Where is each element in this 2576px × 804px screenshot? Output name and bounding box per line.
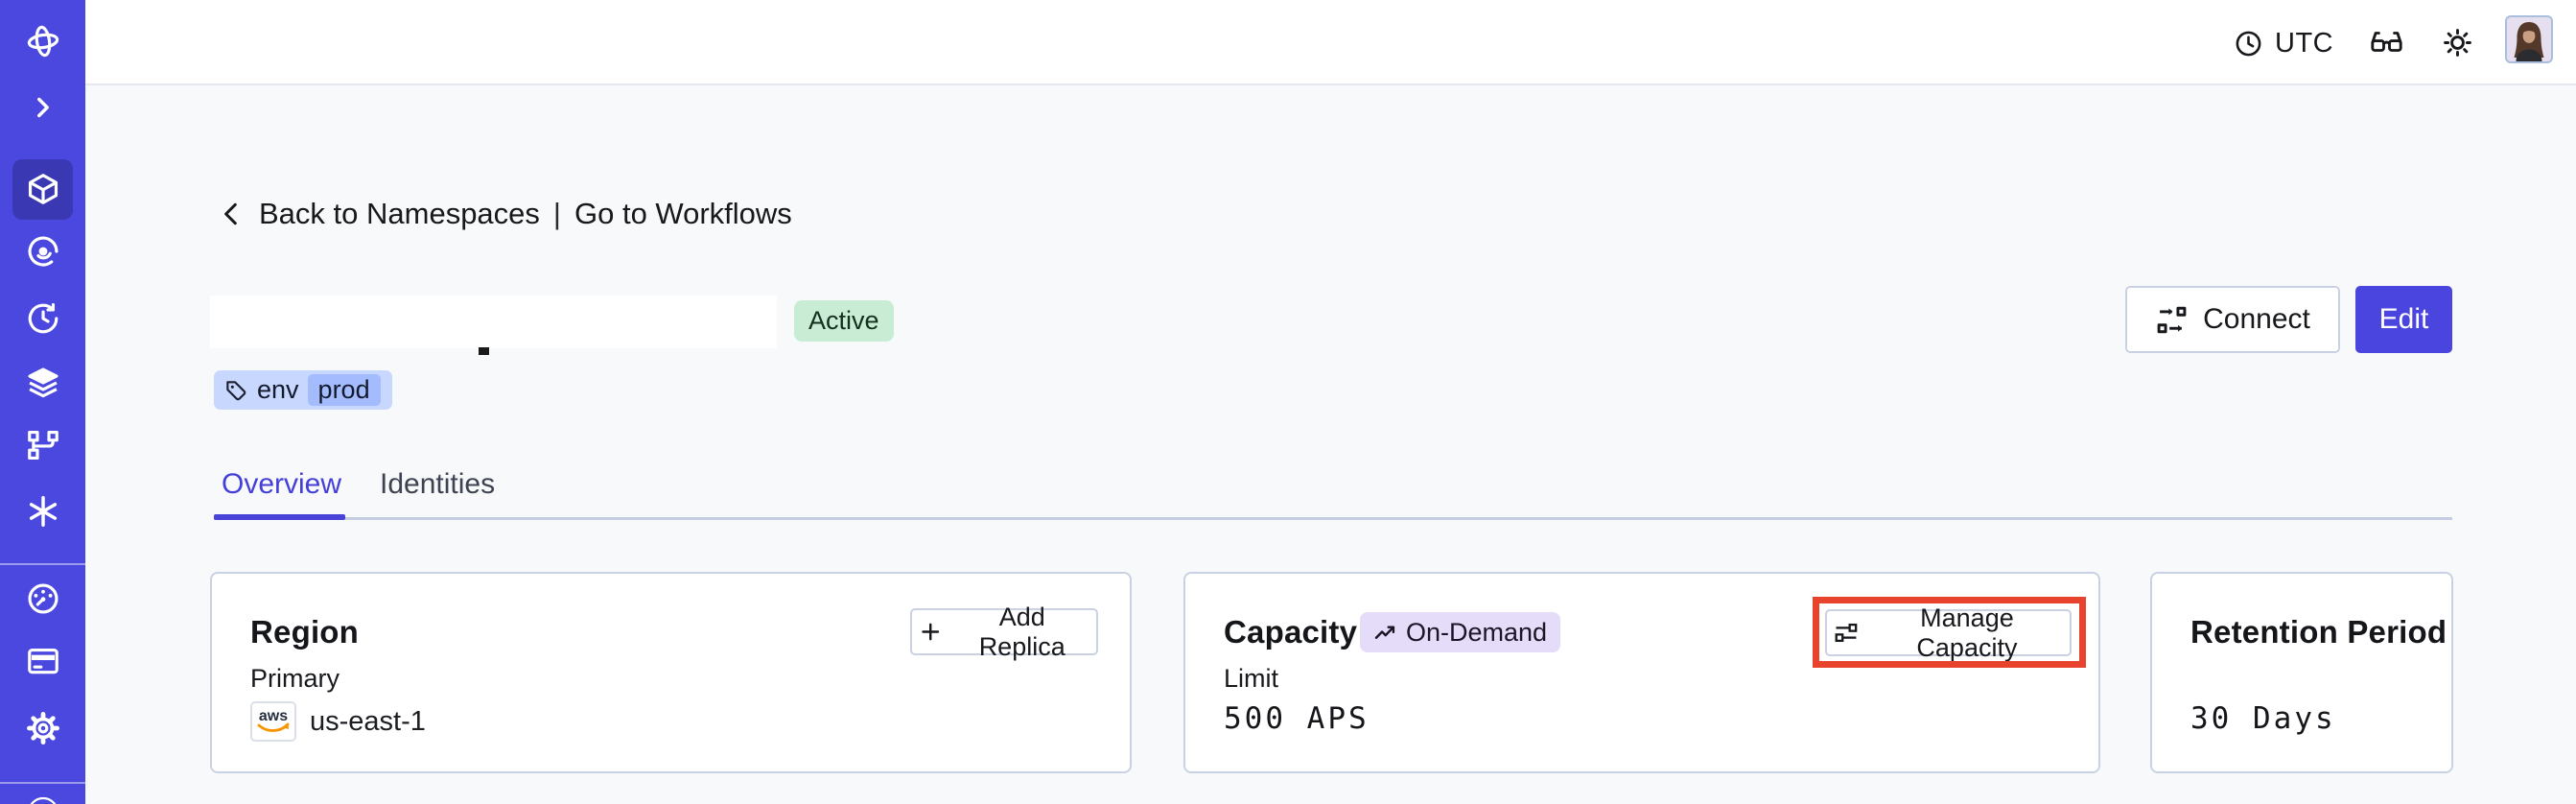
status-badge-label: Active: [808, 306, 879, 335]
sidebar-item-settings[interactable]: [0, 710, 85, 746]
sidebar-item-batch-operations[interactable]: [0, 493, 85, 530]
timezone-label: UTC: [2275, 28, 2334, 59]
sliders-icon: [1835, 623, 1858, 643]
breadcrumb-separator: |: [552, 197, 561, 230]
retention-card: Retention Period 30 Days: [2150, 572, 2453, 773]
edit-button-label: Edit: [2378, 303, 2429, 335]
schedule-clock-icon: [28, 303, 58, 334]
retention-card-title: Retention Period: [2190, 614, 2447, 650]
on-demand-badge-label: On-Demand: [1406, 617, 1548, 647]
branch-icon: [27, 430, 59, 461]
account-circle-icon: [30, 796, 56, 804]
status-badge: Active: [794, 300, 894, 342]
credit-card-icon: [27, 649, 59, 674]
glasses-icon: [2371, 32, 2402, 52]
sidebar-item-nexus[interactable]: [0, 233, 85, 270]
manage-capacity-label: Manage Capacity: [1916, 603, 2018, 662]
connect-flow-icon: [2157, 306, 2187, 333]
region-primary-label: Primary: [250, 664, 340, 693]
sidebar-item-deployments[interactable]: [0, 427, 85, 463]
expand-sidebar-chevron-icon[interactable]: [0, 91, 85, 124]
retention-value: 30 Days: [2190, 701, 2336, 736]
temporal-logo-icon[interactable]: [0, 23, 85, 59]
sidebar-item-account[interactable]: [0, 794, 85, 804]
breadcrumb-workflows-link[interactable]: Go to Workflows: [574, 197, 792, 230]
clock-icon: [2236, 31, 2261, 57]
manage-capacity-button[interactable]: Manage Capacity: [1825, 603, 2072, 662]
edit-button[interactable]: Edit: [2355, 286, 2452, 353]
add-replica-button[interactable]: Add Replica: [910, 603, 1098, 661]
tab-overview[interactable]: Overview: [222, 468, 342, 500]
gauge-icon: [27, 583, 59, 614]
tag-value: prod: [307, 374, 381, 406]
tab-bar-border: [214, 517, 2452, 520]
capacity-card: Capacity On-Demand Manage Capacity Limit…: [1183, 572, 2100, 773]
aws-logo-icon: aws: [257, 708, 290, 732]
theme-toggle[interactable]: [2442, 27, 2473, 59]
nexus-eye-icon: [28, 236, 59, 267]
user-avatar[interactable]: [2505, 15, 2553, 63]
namespace-title-dot: [479, 347, 489, 355]
asterisk-icon: [29, 496, 57, 527]
active-tab-underline: [214, 514, 345, 520]
plus-icon: [922, 623, 940, 641]
region-card: Region Add Replica Primary aws us-east-1: [210, 572, 1132, 773]
topbar: UTC: [85, 0, 2576, 85]
capacity-limit-value: 500 APS: [1224, 701, 1370, 736]
avatar-image: [2507, 17, 2551, 61]
trend-up-icon: [1374, 626, 1395, 639]
tab-identities[interactable]: Identities: [380, 468, 496, 500]
timezone-selector[interactable]: UTC: [2234, 28, 2333, 59]
labs-toggle[interactable]: [2369, 26, 2404, 58]
back-chevron-icon[interactable]: [217, 200, 246, 228]
sun-icon: [2444, 29, 2471, 57]
sidebar-item-billing[interactable]: [0, 643, 85, 679]
sidebar-divider: [0, 782, 85, 784]
cube-icon: [28, 174, 58, 204]
namespace-tag-chip[interactable]: env prod: [214, 370, 392, 410]
tag-icon: [226, 380, 246, 400]
connect-button-label: Connect: [2203, 303, 2310, 335]
on-demand-badge: On-Demand: [1360, 612, 1561, 652]
layers-icon: [27, 367, 59, 398]
region-value: us-east-1: [310, 706, 426, 737]
sidebar-item-usage[interactable]: [0, 580, 85, 617]
gear-icon: [26, 712, 59, 745]
add-replica-label: Add Replica: [978, 602, 1066, 661]
breadcrumb: Back to Namespaces | Go to Workflows: [217, 197, 792, 231]
tag-key: env: [257, 375, 299, 404]
capacity-card-title: Capacity: [1224, 614, 1358, 650]
region-card-title: Region: [250, 614, 360, 650]
sidebar-item-schedules[interactable]: [0, 300, 85, 337]
sidebar-divider: [0, 563, 85, 565]
breadcrumb-back-link[interactable]: Back to Namespaces: [259, 197, 540, 230]
sidebar-item-stacks[interactable]: [0, 365, 85, 401]
sidebar-item-namespaces[interactable]: [0, 171, 85, 207]
connect-button[interactable]: Connect: [2125, 286, 2340, 353]
aws-provider-badge: aws: [250, 701, 296, 742]
capacity-limit-label: Limit: [1224, 664, 1279, 693]
sidebar: [0, 0, 85, 804]
svg-text:aws: aws: [259, 708, 288, 724]
namespace-title-redacted: [210, 296, 777, 348]
